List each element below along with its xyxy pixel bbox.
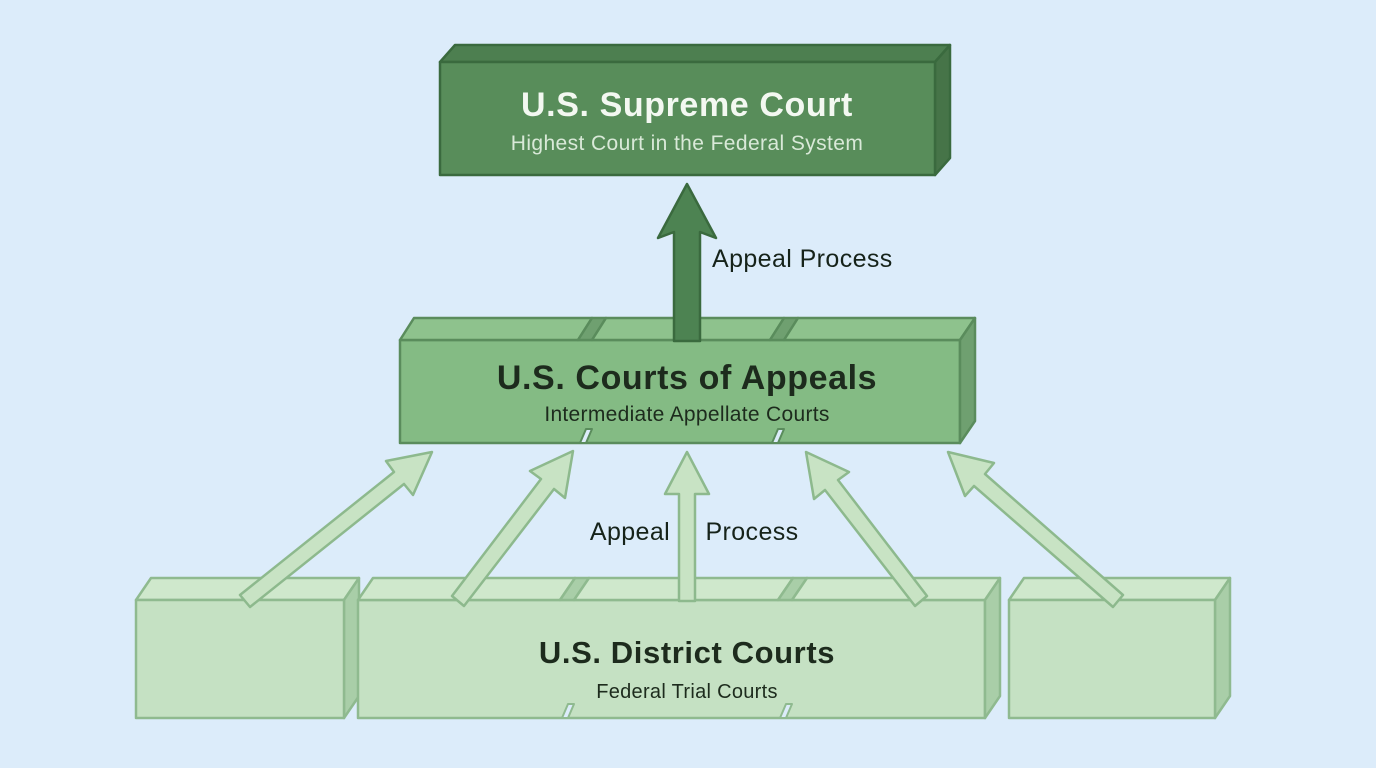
diagonal-up-arrow-icon-5 (946, 450, 1125, 609)
courts-of-appeals-bottom-notch-left (579, 428, 593, 444)
diagonal-up-arrow-icon-2 (450, 449, 575, 608)
district-courts-subtitle: Federal Trial Courts (596, 681, 778, 703)
district-group-bottom-notch-left (561, 703, 575, 719)
appeal-arrows-to-courts-of-appeals: Appeal Process (238, 449, 1125, 609)
courts-of-appeals-title: U.S. Courts of Appeals (497, 359, 877, 397)
courts-of-appeals-bottom-notch-right (771, 428, 785, 444)
supreme-court-top-face (438, 43, 952, 64)
up-arrow-icon (656, 182, 718, 343)
supreme-court-title: U.S. Supreme Court (521, 86, 853, 124)
lower-appeal-label-left: Appeal (590, 518, 670, 546)
supreme-court-subtitle: Highest Court in the Federal System (511, 132, 863, 155)
district-box-1-front-face (134, 598, 346, 720)
diagonal-up-arrow-icon-4 (804, 450, 929, 608)
upper-appeal-process-label: Appeal Process (712, 245, 893, 273)
diagonal-up-arrow-icon-1 (238, 450, 434, 609)
courts-of-appeals-top-face-right (782, 316, 977, 342)
district-group-side-face (983, 576, 1002, 720)
appeal-arrow-to-supreme-court: Appeal Process (656, 182, 893, 343)
courts-of-appeals-subtitle: Intermediate Appellate Courts (544, 403, 829, 426)
up-arrow-icon-center (663, 450, 711, 603)
district-courts-title: U.S. District Courts (539, 635, 835, 670)
supreme-court-side-face (933, 43, 952, 177)
district-courts-node: U.S. District Courts Federal Trial Court… (134, 576, 1232, 720)
district-box-5-front-face (1007, 598, 1217, 720)
courts-of-appeals-front-face (398, 338, 962, 445)
courts-of-appeals-side-face (958, 316, 977, 445)
supreme-court-node: U.S. Supreme Court Highest Court in the … (438, 43, 952, 177)
supreme-court-front-face (438, 60, 937, 177)
district-group-bottom-notch-right (779, 703, 793, 719)
lower-appeal-label-right: Process (705, 518, 798, 546)
district-box-5-side-face (1213, 576, 1232, 720)
courts-of-appeals-top-face-left (398, 316, 594, 342)
